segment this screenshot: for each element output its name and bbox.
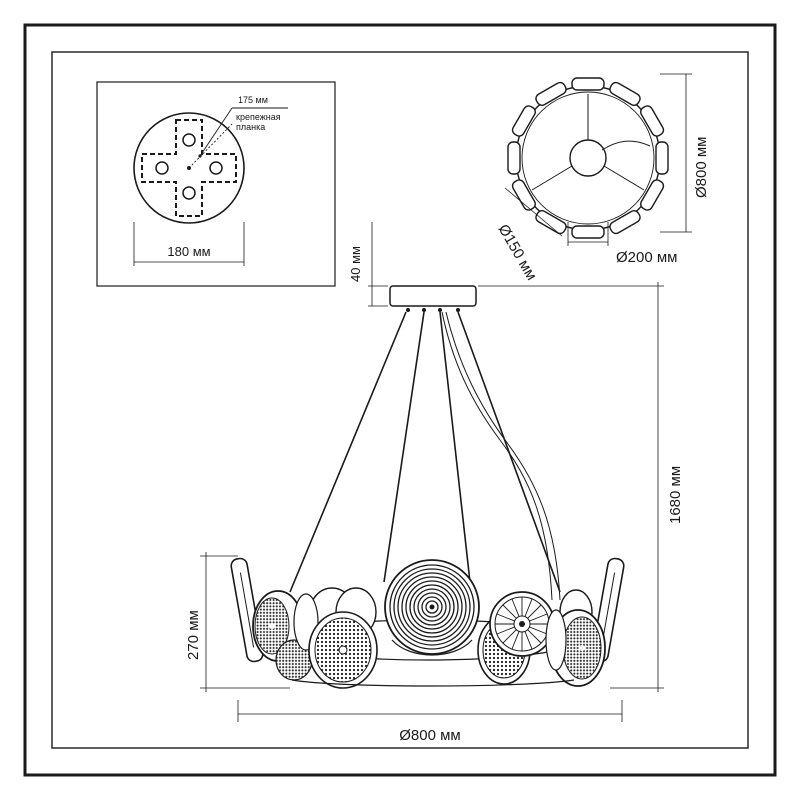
mount-plate-detail xyxy=(96,81,336,287)
center-disc xyxy=(384,559,480,656)
suspension-cables xyxy=(289,311,561,601)
ring-height-label: 270 мм xyxy=(185,610,202,660)
canopy-height-dimension xyxy=(368,222,388,307)
canopy xyxy=(389,285,477,312)
top-view-hub-diameter-label: Ø150 мм xyxy=(495,222,540,284)
ring-height-dimension xyxy=(200,552,290,692)
total-height-label: 1680 мм xyxy=(667,466,684,524)
mount-plate-label-line1: крепежная xyxy=(236,112,281,122)
inner-frame xyxy=(51,51,749,749)
top-view-outer-diameter-label: Ø800 мм xyxy=(693,137,710,199)
top-view-canopy-diameter-label: Ø200 мм xyxy=(616,249,678,266)
chandelier-ring xyxy=(230,557,625,689)
radial-disc xyxy=(489,591,555,657)
mount-plate-label-line2: планка xyxy=(236,122,265,132)
total-height-dimension xyxy=(478,282,664,692)
diameter-label: Ø800 мм xyxy=(399,727,461,744)
canopy-height-label: 40 мм xyxy=(348,246,363,282)
top-view xyxy=(504,73,692,246)
outer-frame xyxy=(23,23,777,777)
diameter-dimension xyxy=(237,700,623,722)
dim-180-label: 180 мм xyxy=(167,244,210,259)
dim-175-label: 175 мм xyxy=(238,95,268,105)
